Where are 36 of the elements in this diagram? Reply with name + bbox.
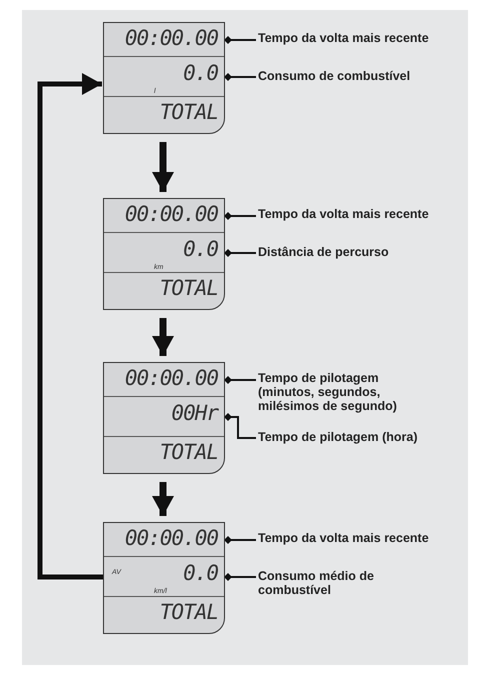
callout-label: Consumo de combustível	[258, 69, 468, 83]
segment-readout: TOTAL	[160, 276, 218, 300]
segment-readout: 00Hr	[171, 401, 218, 425]
callout-label: Consumo médio de combustível	[258, 569, 398, 597]
arrow	[152, 142, 174, 192]
leader-line	[224, 573, 256, 581]
segment-readout: 00:00.00	[124, 366, 218, 390]
segment-readout: TOTAL	[160, 440, 218, 464]
arrow	[152, 318, 174, 356]
leader-line	[224, 536, 256, 544]
callout-label: Tempo da volta mais recente	[258, 207, 468, 221]
leader-line	[224, 376, 256, 384]
lcd-display	[103, 198, 225, 310]
segment-readout: TOTAL	[160, 600, 218, 624]
callout-label: Tempo da volta mais recente	[258, 31, 468, 45]
lcd-display	[103, 362, 225, 474]
segment-readout: 0.0	[183, 61, 218, 85]
leader-line	[224, 413, 256, 439]
lcd-display	[103, 22, 225, 134]
leader-line	[224, 73, 256, 81]
callout-label: Tempo de pilotagem (minutos, segundos, milésimos de segundo)	[258, 371, 428, 413]
segment-readout: TOTAL	[160, 100, 218, 124]
leader-line	[224, 36, 256, 44]
leader-line	[224, 249, 256, 257]
segment-readout: 00:00.00	[124, 26, 218, 50]
arrow	[38, 73, 103, 580]
segment-readout: 00:00.00	[124, 202, 218, 226]
segment-readout: 0.0	[183, 237, 218, 261]
callout-label: Distância de percurso	[258, 245, 468, 259]
arrow	[152, 482, 174, 516]
lcd-display	[103, 522, 225, 634]
segment-readout: 0.0	[183, 561, 218, 585]
callout-label: Tempo da volta mais recente	[258, 531, 468, 545]
segment-readout: 00:00.00	[124, 526, 218, 550]
leader-line	[224, 212, 256, 220]
callout-label: Tempo de pilotagem (hora)	[258, 430, 468, 444]
